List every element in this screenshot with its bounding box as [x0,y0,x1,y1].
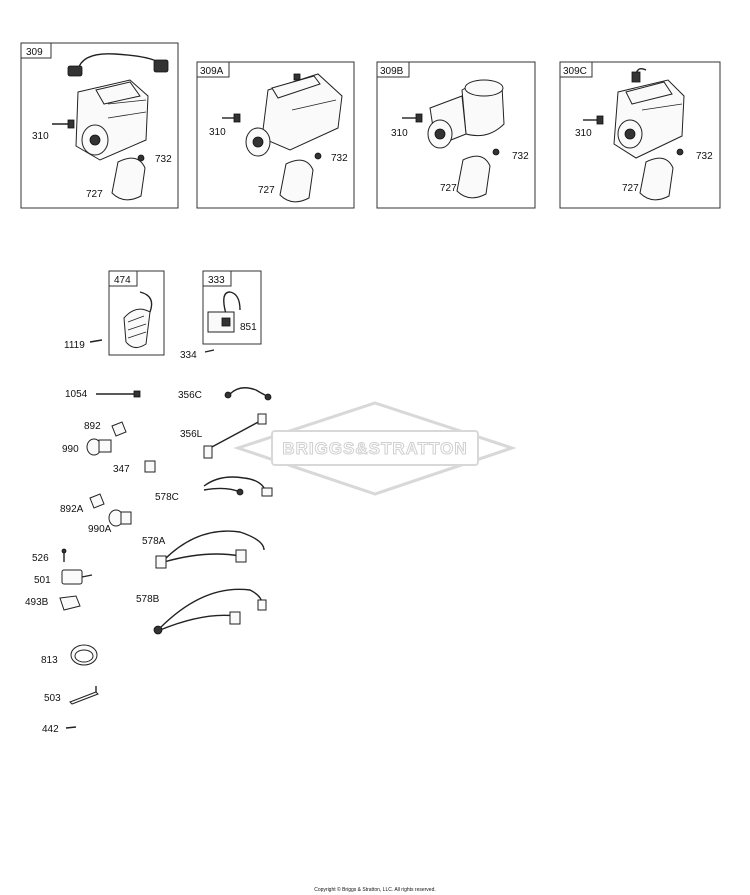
brand-watermark: BRIGGS&STRATTON [233,401,517,496]
part-990: 990 [62,444,79,455]
part-578c: 578C [155,492,179,503]
part-347: 347 [113,464,130,475]
part-732: 732 [331,153,348,164]
part-990a-group: 990A [88,509,132,535]
part-732: 732 [696,151,713,162]
kit-tag: 333 [208,275,225,286]
part-442-group: 442 [42,724,77,735]
part-310: 310 [32,131,49,142]
part-892a: 892A [60,504,84,515]
part-310: 310 [391,128,408,139]
part-503-group: 503 [44,686,99,705]
part-727: 727 [86,189,103,200]
part-526: 526 [32,553,49,564]
watermark-text: BRIGGS&STRATTON [282,439,467,458]
part-578a-group: 578A [142,530,265,569]
part-892a-group: 892A [60,493,105,515]
assembly-309c: 309C 310 732 727 [559,61,721,209]
part-1054-group: 1054 [65,389,141,400]
assembly-tag: 309B [380,66,404,77]
copyright-footer: Copyright © Briggs & Stratton, LLC. All … [314,886,436,893]
part-578c-group: 578C [155,476,273,503]
part-990a: 990A [88,524,112,535]
part-892-group: 892 [84,421,127,437]
part-501: 501 [34,575,51,586]
part-727: 727 [622,183,639,194]
part-732: 732 [155,154,172,165]
part-727: 727 [440,183,457,194]
assembly-309: 309 310 732 727 [20,42,179,209]
part-356c: 356C [178,390,202,401]
part-493b-group: 493B [25,595,81,611]
kit-333: 333 851 334 [180,270,262,361]
part-732: 732 [512,151,529,162]
part-310: 310 [209,127,226,138]
part-851: 851 [240,322,257,333]
assembly-tag: 309 [26,47,43,58]
part-334: 334 [180,350,197,361]
kit-474: 474 1119 [64,270,165,356]
part-347-group: 347 [113,460,156,475]
part-501-group: 501 [34,569,93,586]
part-813: 813 [41,655,58,666]
part-578b-group: 578B [136,588,267,635]
part-892: 892 [84,421,101,432]
part-356l: 356L [180,429,203,440]
part-442: 442 [42,724,59,735]
part-526-group: 526 [32,548,67,564]
part-990-group: 990 [62,438,112,456]
part-310: 310 [575,128,592,139]
assembly-tag: 309A [200,66,224,77]
part-727: 727 [258,185,275,196]
part-1119: 1119 [64,340,85,351]
part-503: 503 [44,693,61,704]
assembly-309b: 309B 310 732 727 [376,61,536,209]
kit-tag: 474 [114,275,131,286]
part-578b: 578B [136,594,160,605]
part-356l-group: 356L [180,413,267,459]
part-578a: 578A [142,536,166,547]
part-356c-group: 356C [178,387,272,401]
part-493b: 493B [25,597,49,608]
assembly-tag: 309C [563,66,587,77]
part-813-group: 813 [41,644,98,666]
assembly-309a: 309A 310 732 727 [196,61,355,209]
part-1054: 1054 [65,389,88,400]
